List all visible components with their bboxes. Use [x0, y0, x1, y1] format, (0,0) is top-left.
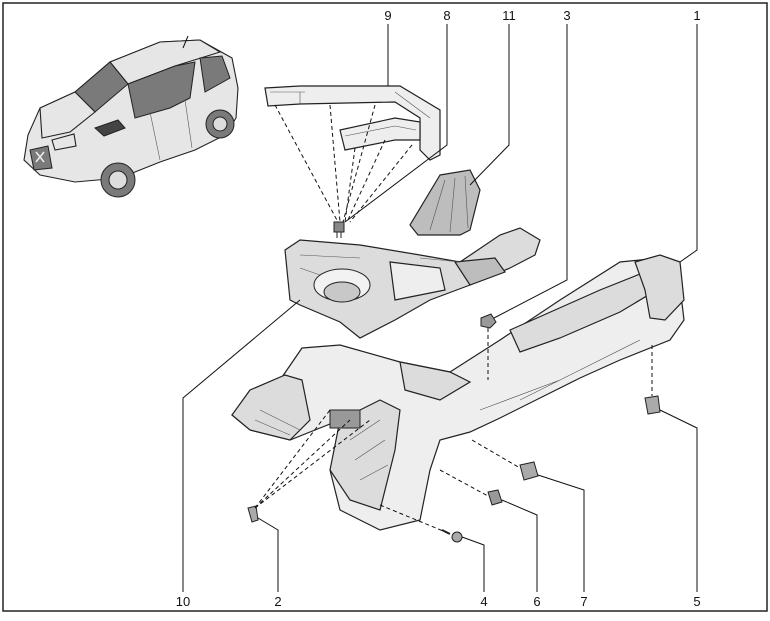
callout-11: 11 — [502, 8, 516, 23]
callout-7: 7 — [580, 594, 587, 609]
callout-4: 4 — [480, 594, 487, 609]
leader-lines — [182, 24, 698, 592]
part-5-clip — [644, 345, 661, 415]
part-6-nut — [439, 469, 503, 506]
callout-2: 2 — [274, 594, 281, 609]
callout-9: 9 — [384, 8, 391, 23]
part-1-console-body — [231, 254, 685, 531]
part-2-screw — [247, 409, 371, 523]
callout-1: 1 — [693, 8, 700, 23]
callout-10: 10 — [176, 594, 190, 609]
part-11-gear-boot — [409, 169, 481, 236]
part-9-dash-lines — [274, 104, 413, 223]
part-10-cup-holder — [284, 227, 541, 339]
callout-3: 3 — [563, 8, 570, 23]
figure-frame — [2, 2, 768, 612]
part-3-nut — [480, 313, 497, 380]
callout-5: 5 — [693, 594, 700, 609]
callout-6: 6 — [533, 594, 540, 609]
part-9-trim-rails — [264, 85, 441, 161]
callout-labels: 9 8 11 3 1 10 2 4 6 7 5 — [176, 8, 701, 609]
callout-8: 8 — [443, 8, 450, 23]
part-8-clip — [333, 221, 345, 238]
car-illustration — [23, 35, 239, 198]
part-4-screw — [379, 504, 463, 543]
part-7-clip — [471, 439, 539, 481]
